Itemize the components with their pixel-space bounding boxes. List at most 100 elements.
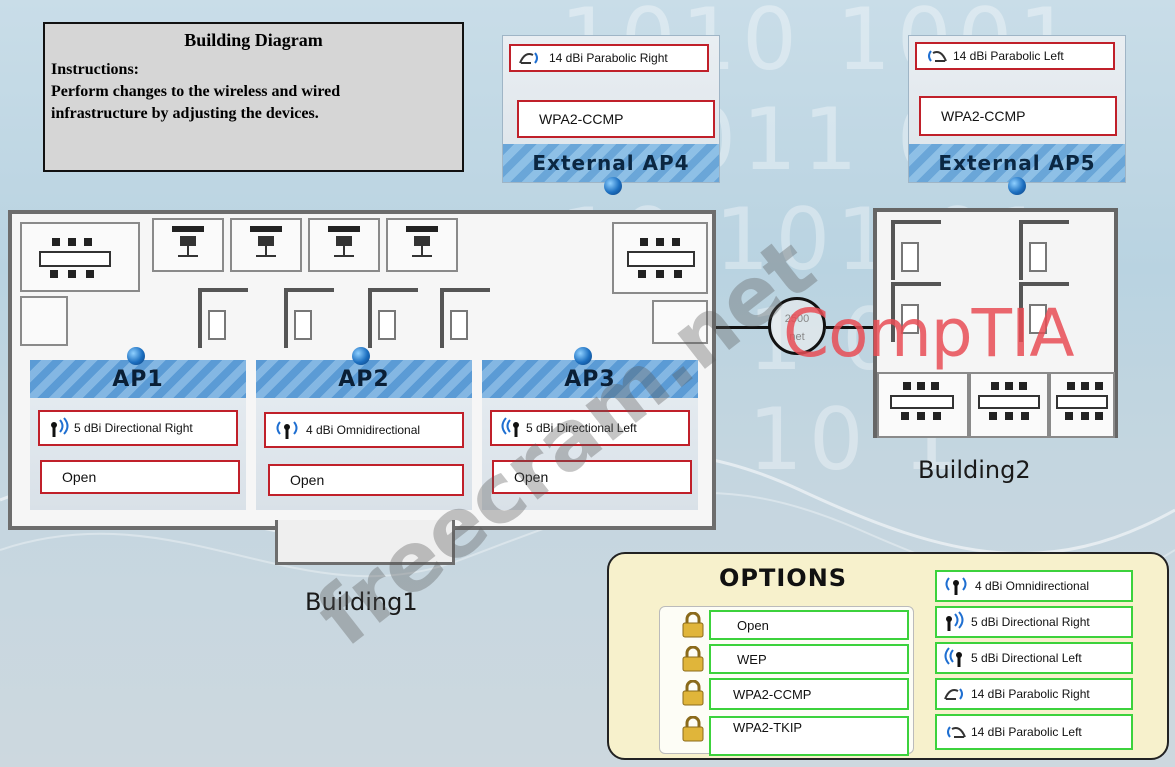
parabolic-antenna-icon xyxy=(928,50,947,62)
ap3-connector xyxy=(574,347,592,365)
instructions-line-2: infrastructure by adjusting the devices. xyxy=(51,105,319,122)
lock-icon xyxy=(682,716,704,742)
storage-room xyxy=(20,296,68,346)
directional-left-antenna-icon xyxy=(944,647,962,667)
cubicle xyxy=(1019,282,1069,342)
external-ap4-security-slot[interactable]: WPA2-CCMP xyxy=(517,100,715,138)
ap1-antenna-label: 5 dBi Directional Right xyxy=(74,421,193,435)
desk-chair-icon xyxy=(406,226,438,257)
instructions-label: Instructions: xyxy=(51,61,140,78)
ap3-banner: AP3 xyxy=(482,360,698,398)
option-antenna-omni[interactable]: 4 dBi Omnidirectional xyxy=(935,570,1133,602)
ap3-antenna-label: 5 dBi Directional Left xyxy=(526,421,637,435)
external-ap5-antenna-slot[interactable]: 14 dBi Parabolic Left xyxy=(915,42,1115,70)
option-security-wpa2-tkip-label: WPA2-TKIP xyxy=(733,720,803,735)
option-antenna-directional-left[interactable]: 5 dBi Directional Left xyxy=(935,642,1133,674)
external-ap5-antenna-label: 14 dBi Parabolic Left xyxy=(953,49,1064,63)
cubicle xyxy=(440,288,490,348)
option-antenna-parabolic-left-label: 14 dBi Parabolic Left xyxy=(971,725,1082,739)
option-security-open-label: Open xyxy=(737,617,769,633)
external-ap4-antenna-label: 14 dBi Parabolic Right xyxy=(549,51,668,65)
option-antenna-omni-label: 4 dBi Omnidirectional xyxy=(975,579,1090,593)
meeting-table-icon xyxy=(39,238,111,278)
office-room xyxy=(652,300,708,344)
ap2-banner: AP2 xyxy=(256,360,472,398)
directional-left-antenna-icon xyxy=(501,417,519,437)
option-security-wpa2-ccmp[interactable]: WPA2-CCMP xyxy=(709,678,909,710)
ap1-connector xyxy=(127,347,145,365)
cubicle xyxy=(198,288,248,348)
external-ap5-security-slot[interactable]: WPA2-CCMP xyxy=(919,96,1117,136)
wired-link xyxy=(716,326,770,329)
option-security-wep-label: WEP xyxy=(737,651,767,667)
ap2-security-label: Open xyxy=(290,472,325,488)
external-ap4-banner: External AP4 xyxy=(503,144,719,182)
ap1-antenna-slot[interactable]: 5 dBi Directional Right xyxy=(38,410,238,446)
cubicle xyxy=(1019,220,1069,280)
option-security-wpa2-tkip[interactable]: WPA2-TKIP xyxy=(709,716,909,756)
lock-icon xyxy=(682,680,704,706)
parabolic-antenna-icon xyxy=(519,52,538,64)
ap1-security-label: Open xyxy=(62,469,97,485)
external-ap4-antenna-slot[interactable]: 14 dBi Parabolic Right xyxy=(509,44,709,72)
external-ap5: 14 dBi Parabolic Left WPA2-CCMP External… xyxy=(908,35,1126,183)
option-antenna-directional-right-label: 5 dBi Directional Right xyxy=(971,615,1090,629)
option-security-wpa2-ccmp-label: WPA2-CCMP xyxy=(733,686,812,702)
option-security-wep[interactable]: WEP xyxy=(709,644,909,674)
cubicle xyxy=(891,282,941,342)
option-antenna-parabolic-right-label: 14 dBi Parabolic Right xyxy=(971,687,1090,701)
ap3-security-slot[interactable]: Open xyxy=(492,460,692,494)
meeting-table-icon xyxy=(978,382,1040,420)
desk-chair-icon xyxy=(172,226,204,257)
meeting-table-icon xyxy=(1056,382,1108,420)
building2-label: Building2 xyxy=(918,456,1031,484)
directional-right-antenna-icon xyxy=(946,611,964,631)
ap3-card: AP3 5 dBi Directional Left Open xyxy=(482,360,698,510)
instructions-title: Building Diagram xyxy=(184,30,323,50)
external-ap5-security-label: WPA2-CCMP xyxy=(941,108,1026,124)
option-antenna-directional-right[interactable]: 5 dBi Directional Right xyxy=(935,606,1133,638)
cubicle xyxy=(891,220,941,280)
ap2-connector xyxy=(352,347,370,365)
external-ap4-security-label: WPA2-CCMP xyxy=(539,111,624,127)
building2-floorplan xyxy=(873,208,1118,438)
cubicle xyxy=(284,288,334,348)
option-antenna-parabolic-right[interactable]: 14 dBi Parabolic Right xyxy=(935,678,1133,710)
option-antenna-directional-left-label: 5 dBi Directional Left xyxy=(971,651,1082,665)
directional-right-antenna-icon xyxy=(51,417,69,437)
ap1-banner: AP1 xyxy=(30,360,246,398)
ap2-card: AP2 4 dBi Omnidirectional Open xyxy=(256,360,472,510)
ap2-security-slot[interactable]: Open xyxy=(268,464,464,496)
meeting-table-icon xyxy=(627,238,695,278)
parabolic-antenna-icon xyxy=(944,688,963,700)
desk-chair-icon xyxy=(250,226,282,257)
option-antenna-parabolic-left[interactable]: 14 dBi Parabolic Left xyxy=(935,714,1133,750)
parabolic-antenna-icon xyxy=(947,726,966,738)
omnidirectional-antenna-icon xyxy=(945,577,967,595)
external-ap5-banner: External AP5 xyxy=(909,144,1125,182)
omnidirectional-antenna-icon xyxy=(276,421,298,439)
ap3-security-label: Open xyxy=(514,469,549,485)
link-device[interactable]: 2500 net xyxy=(768,297,826,355)
wired-link xyxy=(826,326,874,329)
ap2-antenna-label: 4 dBi Omnidirectional xyxy=(306,423,421,437)
ap1-card: AP1 5 dBi Directional Right Open xyxy=(30,360,246,510)
ap3-antenna-slot[interactable]: 5 dBi Directional Left xyxy=(490,410,690,446)
options-panel: OPTIONS Open WEP WPA2-CCMP WPA2-TKIP 4 d… xyxy=(607,552,1169,760)
instructions-line-1: Perform changes to the wireless and wire… xyxy=(51,83,341,100)
external-ap4: 14 dBi Parabolic Right WPA2-CCMP Externa… xyxy=(502,35,720,183)
meeting-table-icon xyxy=(890,382,954,420)
external-ap4-connector xyxy=(604,177,622,195)
option-security-open[interactable]: Open xyxy=(709,610,909,640)
ap2-antenna-slot[interactable]: 4 dBi Omnidirectional xyxy=(264,412,464,448)
building1-label: Building1 xyxy=(305,588,418,616)
lock-icon xyxy=(682,646,704,672)
external-ap5-connector xyxy=(1008,177,1026,195)
desk-chair-icon xyxy=(328,226,360,257)
cubicle xyxy=(368,288,418,348)
options-title: OPTIONS xyxy=(719,564,848,592)
building1-annex xyxy=(275,520,455,565)
ap1-security-slot[interactable]: Open xyxy=(40,460,240,494)
lock-icon xyxy=(682,612,704,638)
building1-floorplan: AP1 5 dBi Directional Right Open AP2 4 d… xyxy=(8,210,716,530)
